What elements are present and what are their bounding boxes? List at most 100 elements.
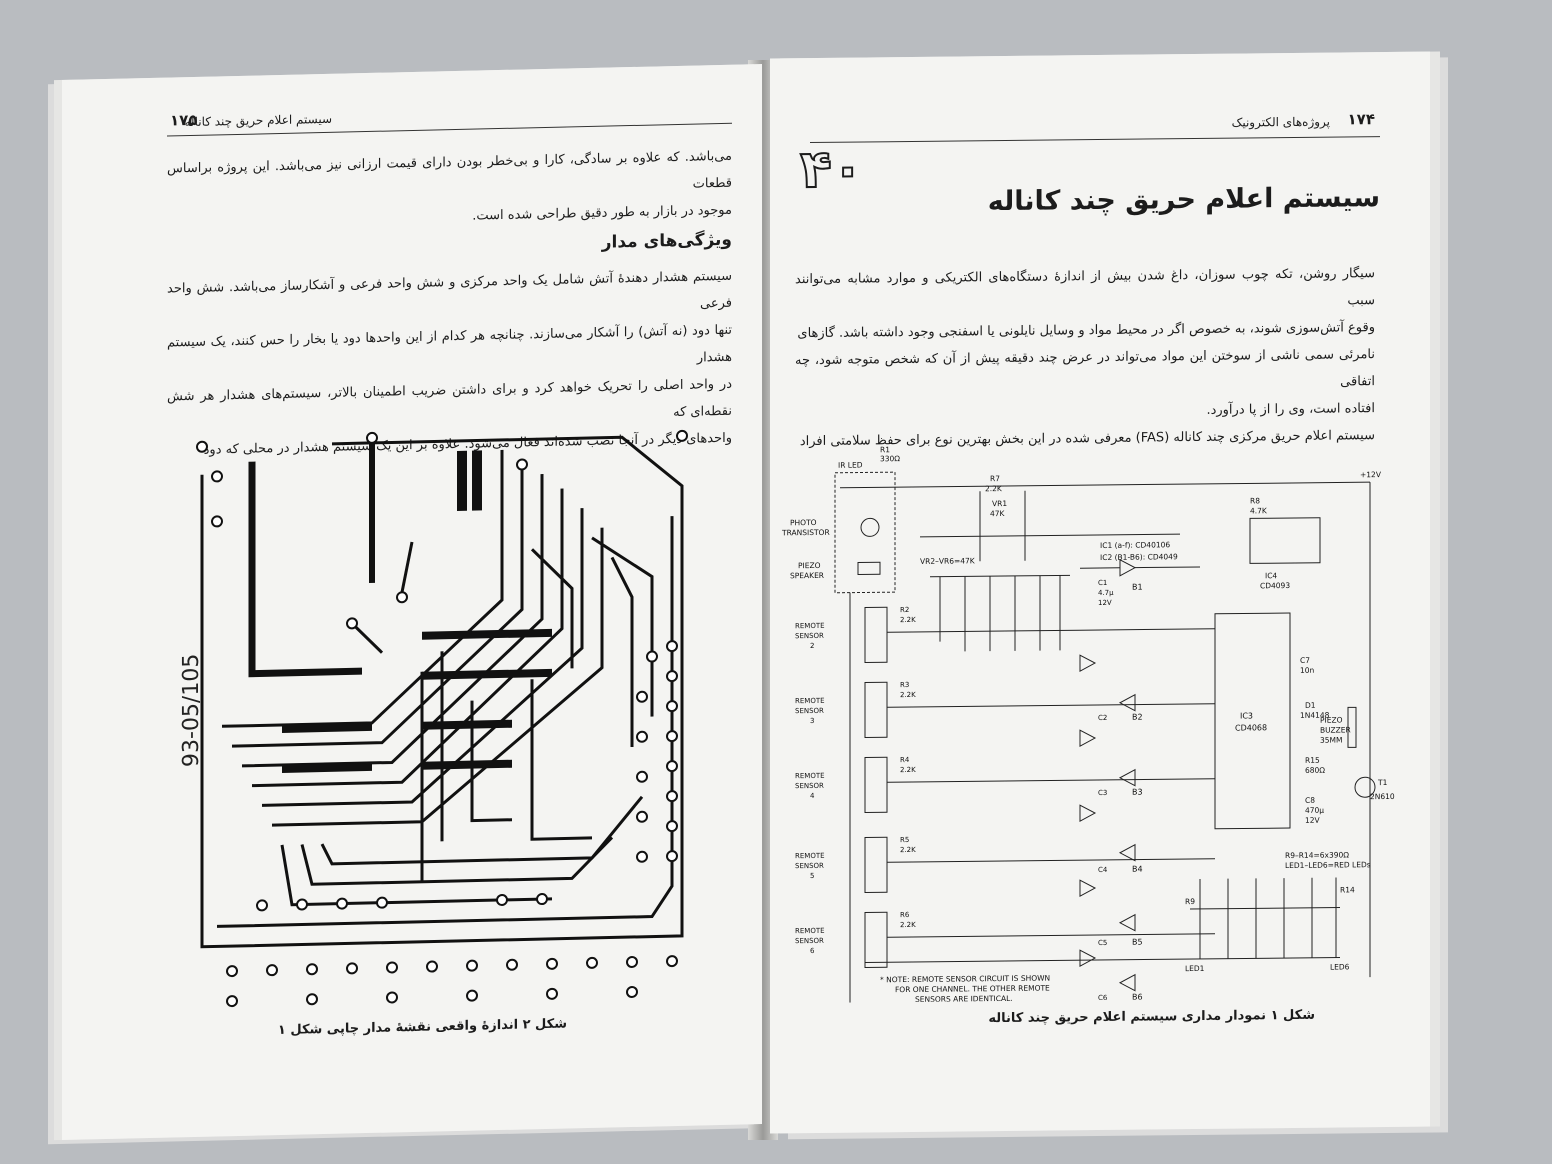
led1-label: LED1 (1185, 964, 1205, 973)
resistor-value: 2.2K (900, 766, 916, 774)
sensor-label: SENSOR (795, 782, 824, 790)
sensor-label: SENSOR (795, 937, 824, 945)
capacitor-voltage: 12V (1098, 599, 1112, 607)
note-line-3: SENSORS ARE IDENTICAL. (915, 994, 1013, 1003)
right-page: پروژه‌های الکترونیک ۱۷۴ ۴۰ سیستم اعلام ح… (770, 51, 1430, 1134)
r14-label: R14 (1340, 885, 1355, 894)
buffer-label: B2 (1132, 713, 1143, 722)
remote-label: REMOTE (795, 927, 825, 935)
sensor-number: 3 (810, 717, 814, 725)
circuit-schematic: IC1 (a-f): CD40106 IC2 (B1-B6): CD4049 I… (781, 445, 1395, 1003)
left-page-number: ۱۷۵ (170, 110, 198, 130)
note-line-1: * NOTE: REMOTE SENSOR CIRCUIT IS SHOWN (880, 974, 1050, 985)
r7-value: 2.2K (985, 484, 1003, 493)
capacitor-label: C4 (1098, 866, 1108, 874)
remote-label: REMOTE (795, 622, 825, 630)
pcb-handwritten-code: 93-05/105 (179, 653, 204, 767)
led6-label: LED6 (1330, 962, 1350, 971)
text-line: نامرئی سمی ناشی از سوختن این مواد می‌توا… (795, 347, 1375, 390)
ic3-part: CD4068 (1235, 723, 1267, 732)
capacitor-label: C6 (1098, 994, 1108, 1002)
capacitor-label: C1 (1098, 579, 1107, 587)
remote-label: REMOTE (795, 772, 825, 780)
vr1-label: VR1 (992, 499, 1007, 508)
sensor-label: SENSOR (795, 632, 824, 640)
c8-voltage: 12V (1305, 816, 1321, 825)
r8-value: 4.7K (1250, 506, 1268, 515)
right-body: سیگار روشن، تکه چوب سوزان، داغ شدن بیش ا… (795, 260, 1375, 455)
capacitor-label: C5 (1098, 939, 1107, 947)
sensor-number: 6 (810, 947, 815, 955)
capacitor-label: C3 (1098, 789, 1107, 797)
buffer-label: B1 (1132, 583, 1143, 592)
sensor-label: SENSOR (795, 862, 824, 870)
note-line-2: FOR ONE CHANNEL. THE OTHER REMOTE (895, 984, 1050, 995)
vr1-value: 47K (990, 509, 1006, 518)
ic4-label: IC4 (1265, 571, 1277, 580)
resistor-value: 2.2K (900, 616, 916, 624)
t1-value: 2N6107 (1370, 792, 1395, 801)
section-heading: ویژگی‌های مدار (601, 229, 732, 253)
capacitor-label: C2 (1098, 714, 1107, 722)
text-line: سیگار روشن، تکه چوب سوزان، داغ شدن بیش ا… (795, 266, 1375, 309)
resistor-label: R4 (900, 756, 910, 764)
capacitor-value: 4.7µ (1098, 589, 1114, 597)
chapter-number: ۴۰ (799, 138, 864, 201)
d1-value: 1N4148 (1300, 711, 1330, 720)
photo-label: PHOTO (790, 518, 817, 527)
buffer-label: B6 (1132, 993, 1143, 1002)
speaker-label: SPEAKER (790, 571, 824, 580)
remote-label: REMOTE (795, 697, 825, 705)
sensor-label: SENSOR (795, 707, 824, 715)
resistor-value: 2.2K (900, 921, 916, 929)
buzzer-label-1: PIEZO (1320, 715, 1343, 724)
ir-led-label: IR LED (838, 460, 863, 469)
left-header-title: سیستم اعلام حریق چند کاناله (184, 111, 332, 130)
resistor-value: 2.2K (900, 846, 916, 854)
c7-label: C7 (1300, 656, 1310, 665)
sensor-number: 5 (810, 872, 814, 880)
transistor-label: TRANSISTOR (781, 528, 830, 538)
r9-r14-note: R9–R14=6x390Ω (1285, 850, 1349, 860)
resistor-value: 2.2K (900, 691, 916, 699)
d1-label: D1 (1305, 701, 1316, 710)
right-figure-caption: شکل ۱ نمودار مداری سیستم اعلام حریق چند … (988, 1007, 1315, 1027)
remote-label: REMOTE (795, 852, 825, 860)
leds-note: LED1–LED6=RED LEDs (1285, 860, 1371, 870)
c8-label: C8 (1305, 796, 1315, 805)
r1-label: R1 (880, 445, 890, 454)
r9-label: R9 (1185, 897, 1195, 906)
resistor-label: R6 (900, 911, 910, 919)
resistor-label: R5 (900, 836, 909, 844)
r7-label: R7 (990, 474, 1000, 483)
buffer-label: B5 (1132, 938, 1143, 947)
c7-value: 10n (1300, 666, 1315, 675)
left-figure-caption: شکل ۲ اندازهٔ واقعی نقشهٔ مدار چاپی شکل … (277, 1016, 567, 1039)
chapter-title: سیستم اعلام حریق چند کاناله (987, 182, 1380, 218)
t1-label: T1 (1377, 778, 1388, 787)
r15-label: R15 (1305, 756, 1320, 765)
r1-value: 330Ω (880, 454, 900, 463)
r15-value: 680Ω (1305, 766, 1325, 775)
left-page: سیستم اعلام حریق چند کاناله ۱۷۵ می‌باشد.… (62, 64, 762, 1140)
buzzer-label-3: 35MM (1320, 735, 1342, 744)
sensor-number: 4 (810, 792, 815, 800)
ic-note-1: IC1 (a-f): CD40106 (1100, 540, 1170, 550)
right-page-number: ۱۷۴ (1347, 110, 1375, 129)
ic-note-2: IC2 (B1-B6): CD4049 (1100, 552, 1178, 562)
sensor-number: 2 (810, 642, 814, 650)
resistor-label: R2 (900, 606, 909, 614)
vr-note: VR2–VR6=47K (920, 556, 976, 566)
ic3-label: IC3 (1240, 711, 1253, 720)
buzzer-label-2: BUZZER (1320, 725, 1351, 734)
r8-label: R8 (1250, 496, 1260, 505)
ic4-part: CD4093 (1260, 581, 1290, 590)
buffer-label: B4 (1132, 865, 1143, 874)
c8-value: 470µ (1305, 806, 1324, 815)
buffer-label: B3 (1132, 788, 1143, 797)
right-header-rule (810, 136, 1380, 144)
pcb-layout-figure: 93-05/105 (179, 429, 688, 1008)
right-header-title: پروژه‌های الکترونیک (1231, 114, 1330, 130)
supply-label: +12V (1360, 470, 1382, 479)
left-intro: می‌باشد. که علاوه بر سادگی، کارا و بی‌خط… (167, 143, 732, 237)
